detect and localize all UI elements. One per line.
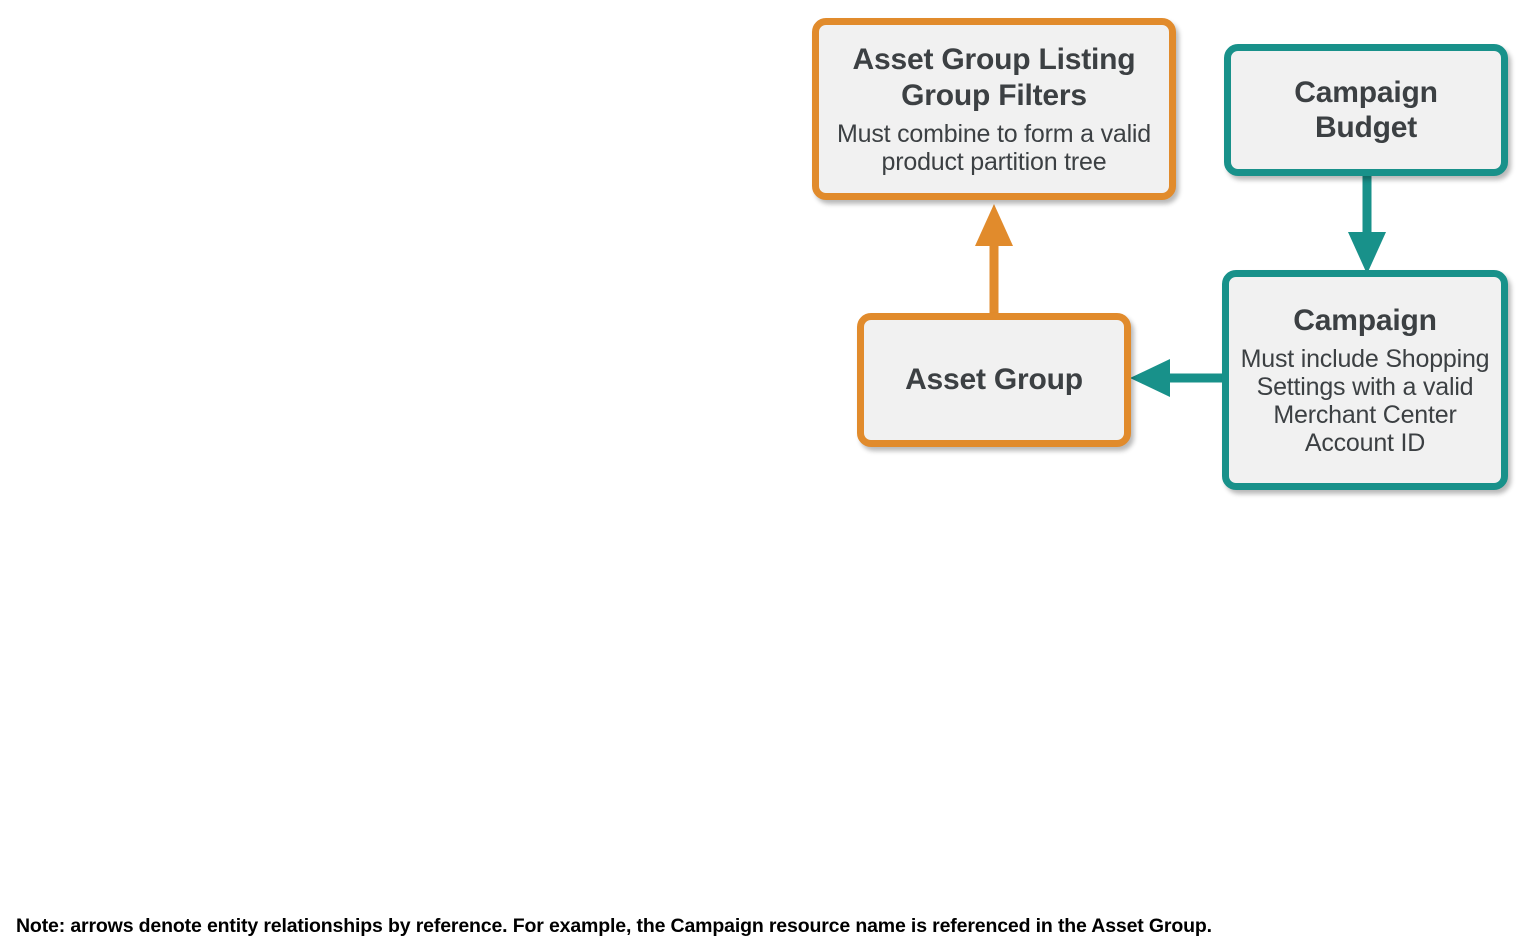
node-subtitle-asset-group-listing-group-filters: Must combine to form a valid product par… bbox=[837, 119, 1151, 176]
node-title-asset-group: Asset Group bbox=[905, 363, 1083, 397]
node-campaign[interactable]: Campaign Must include Shopping Settings … bbox=[1222, 270, 1508, 490]
node-asset-group-listing-group-filters[interactable]: Asset Group Listing Group Filters Must c… bbox=[812, 18, 1176, 200]
edge-campaign-to-asset-group bbox=[1130, 359, 1230, 397]
node-campaign-budget[interactable]: Campaign Budget bbox=[1224, 44, 1508, 176]
node-title-campaign: Campaign bbox=[1293, 303, 1437, 337]
node-subtitle-campaign: Must include Shopping Settings with a va… bbox=[1240, 345, 1490, 458]
node-title-asset-group-listing-group-filters: Asset Group Listing Group Filters bbox=[852, 43, 1136, 112]
edge-campaign-budget-to-campaign bbox=[1348, 170, 1386, 274]
diagram-note: Note: arrows denote entity relationships… bbox=[16, 915, 1212, 937]
edge-asset-group-to-listing-group-filters bbox=[975, 204, 1013, 322]
node-asset-group[interactable]: Asset Group bbox=[857, 313, 1131, 447]
node-title-campaign-budget: Campaign Budget bbox=[1294, 75, 1438, 144]
